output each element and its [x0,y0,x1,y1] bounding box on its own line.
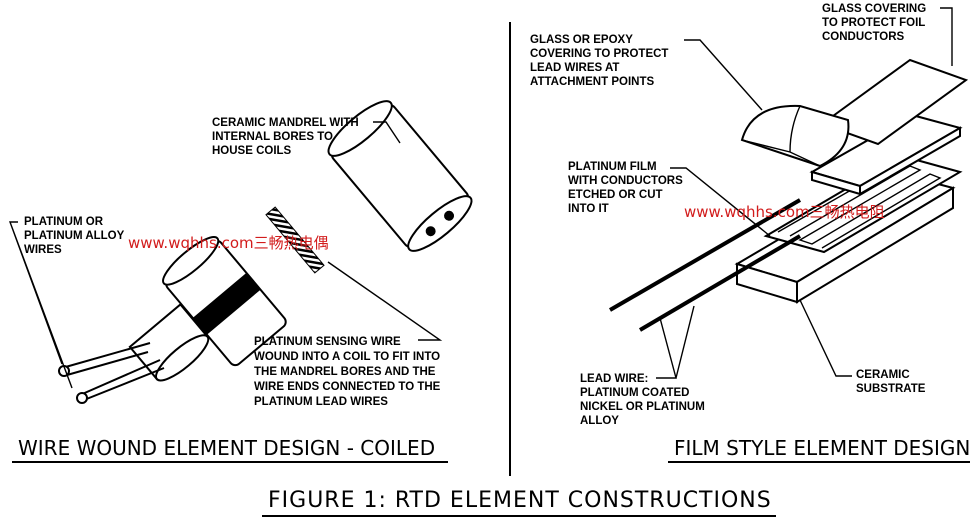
label-platinum-wires: PLATINUM OR PLATINUM ALLOY WIRES [24,216,127,256]
label-epoxy-covering: GLASS OR EPOXY COVERING TO PROTECT LEAD … [530,34,672,88]
caption-film-style: FILM STYLE ELEMENT DESIGN [674,436,970,460]
label-line: INTERNAL BORES TO [212,131,333,143]
label-line: CERAMIC [856,369,910,381]
label-line: HOUSE COILS [212,145,292,157]
label-line: SUBSTRATE [856,383,926,395]
leader-lead-wire [656,305,695,379]
label-platinum-film: PLATINUM FILM WITH CONDUCTORS ETCHED OR … [568,161,686,215]
sensor-end-cap [128,303,210,382]
leader-epoxy [684,39,763,111]
label-line: LEAD WIRE: [580,373,648,385]
platinum-coil [265,206,325,274]
film-lead-wires [608,198,802,332]
leader-platinum-wires [8,221,73,389]
label-line: CERAMIC MANDREL WITH [212,117,359,129]
platinum-film [763,154,963,254]
figure-title: FIGURE 1: RTD ELEMENT CONSTRUCTIONS [268,488,772,513]
ceramic-mandrel [327,100,473,252]
label-line: LEAD WIRES AT [530,62,619,74]
label-line: ETCHED OR CUT [568,189,663,201]
label-line: PLATINUM COATED [580,387,689,399]
label-lead-wire: LEAD WIRE: PLATINUM COATED NICKEL OR PLA… [580,373,708,427]
label-line: TO PROTECT FOIL [822,17,925,29]
watermark-left: www.wqhhs.com三畅热电偶 [128,234,329,252]
label-ceramic-mandrel: CERAMIC MANDREL WITH INTERNAL BORES TO H… [212,117,362,157]
watermark-right: www.wqhhs.com三畅热电阻 [684,203,885,221]
caption-wire-wound: WIRE WOUND ELEMENT DESIGN - COILED [18,436,435,460]
label-line: ATTACHMENT POINTS [530,76,654,88]
label-line: PLATINUM OR [24,216,104,228]
label-line: NICKEL OR PLATINUM [580,401,705,413]
film-style-element: GLASS COVERING TO PROTECT FOIL CONDUCTOR… [530,3,970,463]
label-line: INTO IT [568,203,609,215]
label-line: WITH CONDUCTORS [568,175,683,187]
label-line: CONDUCTORS [822,31,905,43]
label-sensing-wire: PLATINUM SENSING WIRE WOUND INTO A COIL … [254,336,444,408]
glass-top-layer [819,58,969,146]
leader-ceramic-substrate [799,299,852,377]
label-line: WIRE ENDS CONNECTED TO THE [254,381,441,393]
leader-ceramic-mandrel [373,121,401,144]
label-line: WOUND INTO A COIL TO FIT INTO [254,351,440,363]
label-glass-covering: GLASS COVERING TO PROTECT FOIL CONDUCTOR… [822,3,929,43]
label-ceramic-substrate: CERAMIC SUBSTRATE [856,369,926,395]
platinum-lead-wires [58,342,165,404]
label-line: PLATINUM ALLOY [24,230,125,242]
label-line: PLATINUM FILM [568,161,657,173]
leader-platinum-film [670,167,771,237]
leader-sensing-wire [327,261,443,341]
wire-wound-element: PLATINUM OR PLATINUM ALLOY WIRES CERAMIC… [8,100,473,463]
label-line: THE MANDREL BORES AND THE [254,366,436,378]
label-line: COVERING TO PROTECT [530,48,668,60]
leader-glass-covering [940,7,953,66]
label-line: WIRES [24,244,62,256]
epoxy-covering [740,104,850,168]
label-line: PLATINUM LEAD WIRES [254,396,388,408]
label-line: GLASS OR EPOXY [530,34,633,46]
label-line: PLATINUM SENSING WIRE [254,336,401,348]
label-line: ALLOY [580,415,619,427]
label-line: GLASS COVERING [822,3,926,15]
glass-covering [809,113,963,196]
